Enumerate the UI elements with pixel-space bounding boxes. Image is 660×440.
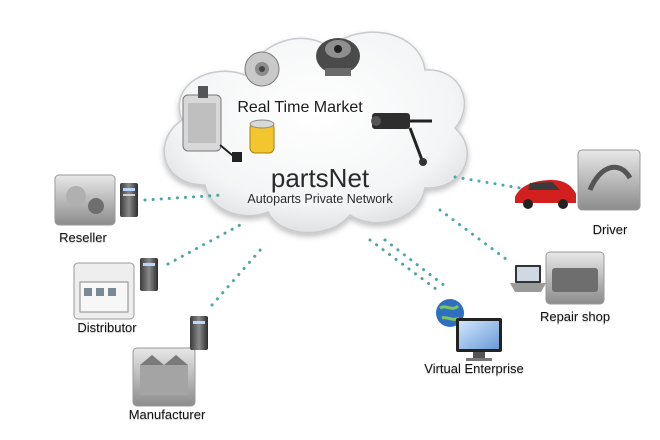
oil-filter-icon — [249, 119, 275, 154]
network-name: partsNet — [270, 163, 370, 193]
connector-lines — [143, 175, 522, 307]
laptop-icon — [510, 265, 546, 292]
manufacturer-node — [132, 316, 208, 407]
timing-pulley-icon — [244, 51, 280, 87]
connector-manufacturer — [210, 246, 264, 307]
driver-node — [515, 149, 641, 211]
virtual-enterprise-node — [436, 299, 502, 361]
label-distributor: Distributor — [77, 320, 137, 335]
cloud — [163, 31, 468, 234]
connector-virtual-enterprise-1 — [368, 238, 442, 294]
network-subtitle: Autoparts Private Network — [247, 192, 393, 206]
label-manufacturer: Manufacturer — [128, 407, 206, 422]
label-virtual-enterprise: Virtual Enterprise — [424, 361, 524, 376]
manufacturer-server-icon — [190, 316, 208, 350]
driver-photo — [577, 149, 641, 211]
car-icon — [515, 180, 576, 209]
fuel-pump-icon — [182, 86, 242, 162]
water-pump-icon — [316, 38, 360, 76]
sway-bar-link-icon — [371, 113, 432, 166]
reseller-node — [54, 174, 138, 226]
reseller-server-icon — [120, 183, 138, 217]
cloud-market-label: Real Time Market — [237, 99, 363, 116]
label-repair-shop: Repair shop — [539, 309, 611, 324]
connector-virtual-enterprise-2 — [383, 238, 447, 288]
connector-driver — [453, 175, 522, 190]
connector-reseller — [143, 193, 224, 202]
connector-repair-shop — [438, 208, 512, 264]
monitor-icon — [456, 318, 502, 361]
distributor-node — [73, 258, 158, 320]
label-driver: Driver — [592, 222, 628, 237]
connector-distributor — [166, 223, 242, 266]
label-reseller: Reseller — [59, 230, 107, 245]
distributor-server-icon — [140, 258, 158, 291]
repair-shop-node — [510, 251, 605, 305]
